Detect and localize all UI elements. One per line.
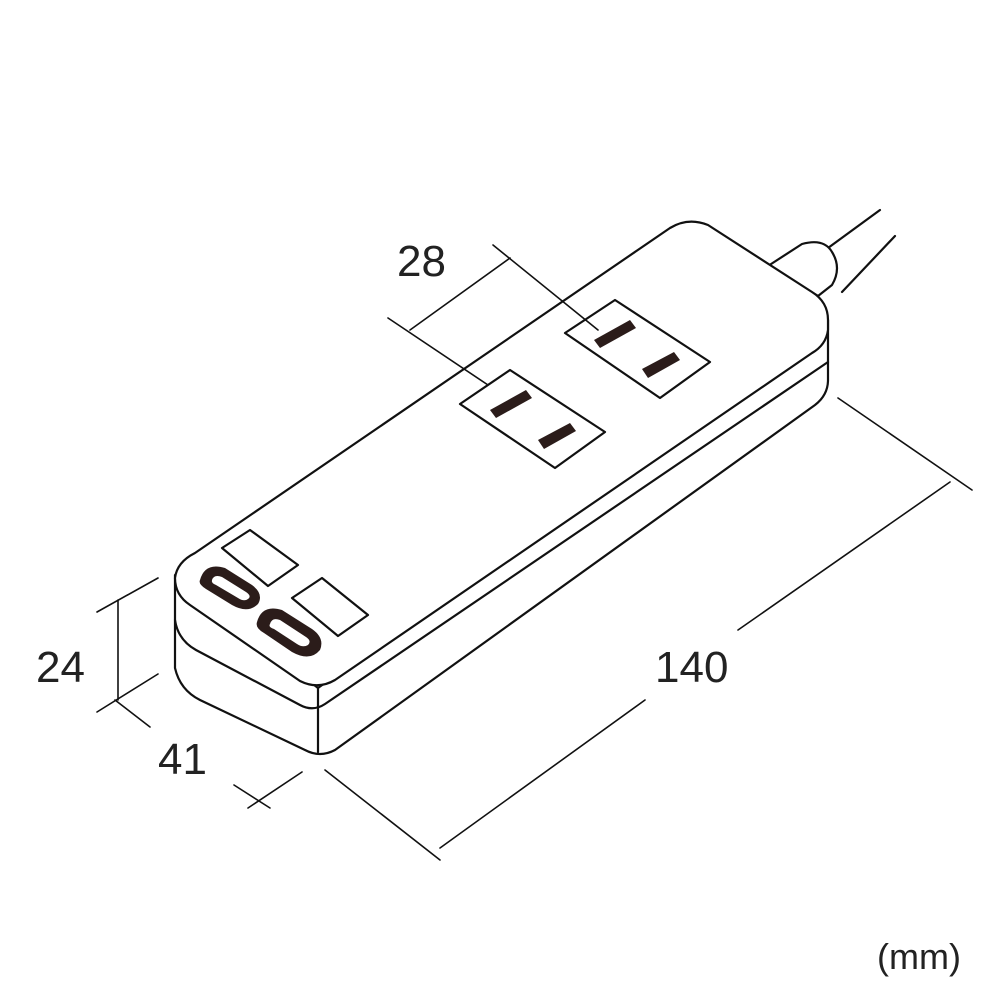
dimension-label-28: 28 [397, 237, 446, 286]
usb-port-2 [256, 576, 370, 657]
dimension-label-140: 140 [655, 643, 729, 692]
power-cord [766, 208, 897, 298]
dimension-140 [324, 397, 973, 861]
outlet-1 [458, 368, 607, 470]
usb-port-1 [199, 528, 300, 610]
strip-body [173, 220, 830, 756]
dimension-41 [114, 699, 303, 809]
unit-label: (mm) [877, 936, 961, 977]
dimension-28 [387, 244, 599, 386]
outlet-2 [563, 298, 712, 400]
dimension-24 [96, 577, 159, 713]
dimension-label-41: 41 [158, 735, 207, 784]
dimension-label-24: 24 [36, 643, 85, 692]
